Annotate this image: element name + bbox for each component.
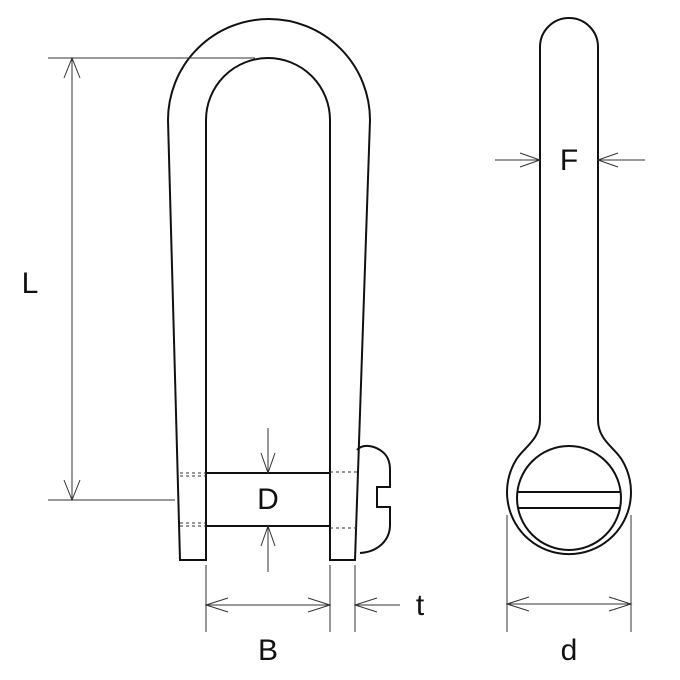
label-D: D — [257, 483, 279, 516]
label-F: F — [560, 144, 578, 177]
label-t: t — [416, 589, 425, 622]
label-B: B — [258, 634, 278, 667]
shackle-side-view — [506, 17, 632, 556]
dimension-D: D — [257, 428, 279, 572]
label-d: d — [561, 634, 578, 667]
dimension-L: L — [22, 56, 255, 502]
shackle-front-view — [166, 18, 391, 561]
pin-head — [356, 444, 391, 554]
label-L: L — [22, 267, 39, 300]
dimension-B: B — [204, 565, 332, 667]
dimension-t: t — [353, 565, 425, 632]
dimension-F: F — [495, 144, 645, 177]
dimension-d: d — [505, 515, 633, 667]
